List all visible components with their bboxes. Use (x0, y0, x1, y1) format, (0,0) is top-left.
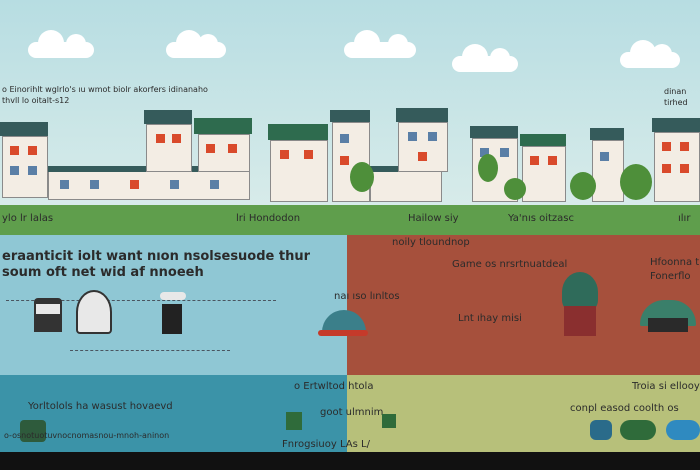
ground-label-1: ylo lr lalas (2, 213, 54, 224)
small-box-icon (382, 414, 396, 428)
ground-label-4: Ya'nıs oitzasc (508, 213, 575, 224)
cloud (344, 30, 416, 58)
houses-illustration (0, 100, 700, 210)
ground-label-3: Hailow siy (408, 213, 459, 224)
center-bottom-line2: goot ulmnim (320, 407, 384, 418)
top-left-headline-1: eraanticit iolt want nıon nsolsesuode th… (2, 249, 311, 264)
tree-figure-icon (562, 272, 598, 312)
center-bottom-line3: Fnrogsiuoy LAs L/ (282, 439, 370, 450)
right-caption-line1: dinan (664, 87, 687, 96)
dome-base-icon (318, 330, 368, 336)
panel-top-right (347, 235, 700, 375)
person-figure-icon (34, 298, 62, 332)
dashed-divider (70, 350, 230, 351)
green-pill-icon (620, 420, 656, 440)
cloud (166, 30, 226, 58)
figure-body-icon (162, 304, 182, 334)
house-base-icon (648, 318, 688, 332)
center-bottom-line1: o Ertwltod htola (294, 381, 374, 392)
top-right-label-b2: Fonerflo (650, 271, 691, 282)
ground-label-2: lri Hondodon (236, 213, 301, 224)
figure-detail (36, 304, 60, 314)
top-right-label-b: Hfoonna tla (650, 257, 700, 268)
ground-label-5: ılır (678, 213, 691, 224)
top-right-label-a: Game os nrsrtnuatdeal (452, 259, 568, 270)
ground-strip (0, 205, 700, 235)
ghost-figure-icon (76, 290, 112, 334)
cloud (620, 40, 680, 68)
bottom-right-label: conpl easod coolth os (570, 403, 679, 414)
blue-shape-icon (590, 420, 612, 440)
cloud (28, 30, 94, 58)
cloud (452, 44, 518, 72)
top-right-label-c: Lnt ıhay misi (458, 313, 522, 324)
bottom-right-title: Troia si ellooys (632, 381, 700, 392)
dashed-divider (6, 300, 276, 301)
cup-icon (20, 420, 46, 442)
top-caption-line2: thvll lo oitalt-s12 (2, 96, 70, 105)
top-right-title: noily tloundnop (392, 237, 470, 248)
bottom-left-title: Yorltolols ha wasust hovaevd (28, 401, 173, 412)
top-caption-line1: o Einorihlt wglrlo's ıu wmot biolr akorf… (2, 85, 208, 94)
top-left-headline-2: soum oft net wid af nnoeeh (2, 265, 204, 280)
bottom-bar (0, 452, 700, 470)
blue-pill-icon (666, 420, 700, 440)
house-figure-icon (564, 306, 596, 336)
hat-icon (160, 292, 186, 300)
bottom-left-footer: o-osnotuotuvnocnomasnou-mnoh-aninon (4, 431, 170, 440)
right-caption-line2: tirhed (664, 98, 688, 107)
small-plant-icon (286, 412, 302, 430)
mid-label: naı ıso lınltos (334, 291, 400, 302)
